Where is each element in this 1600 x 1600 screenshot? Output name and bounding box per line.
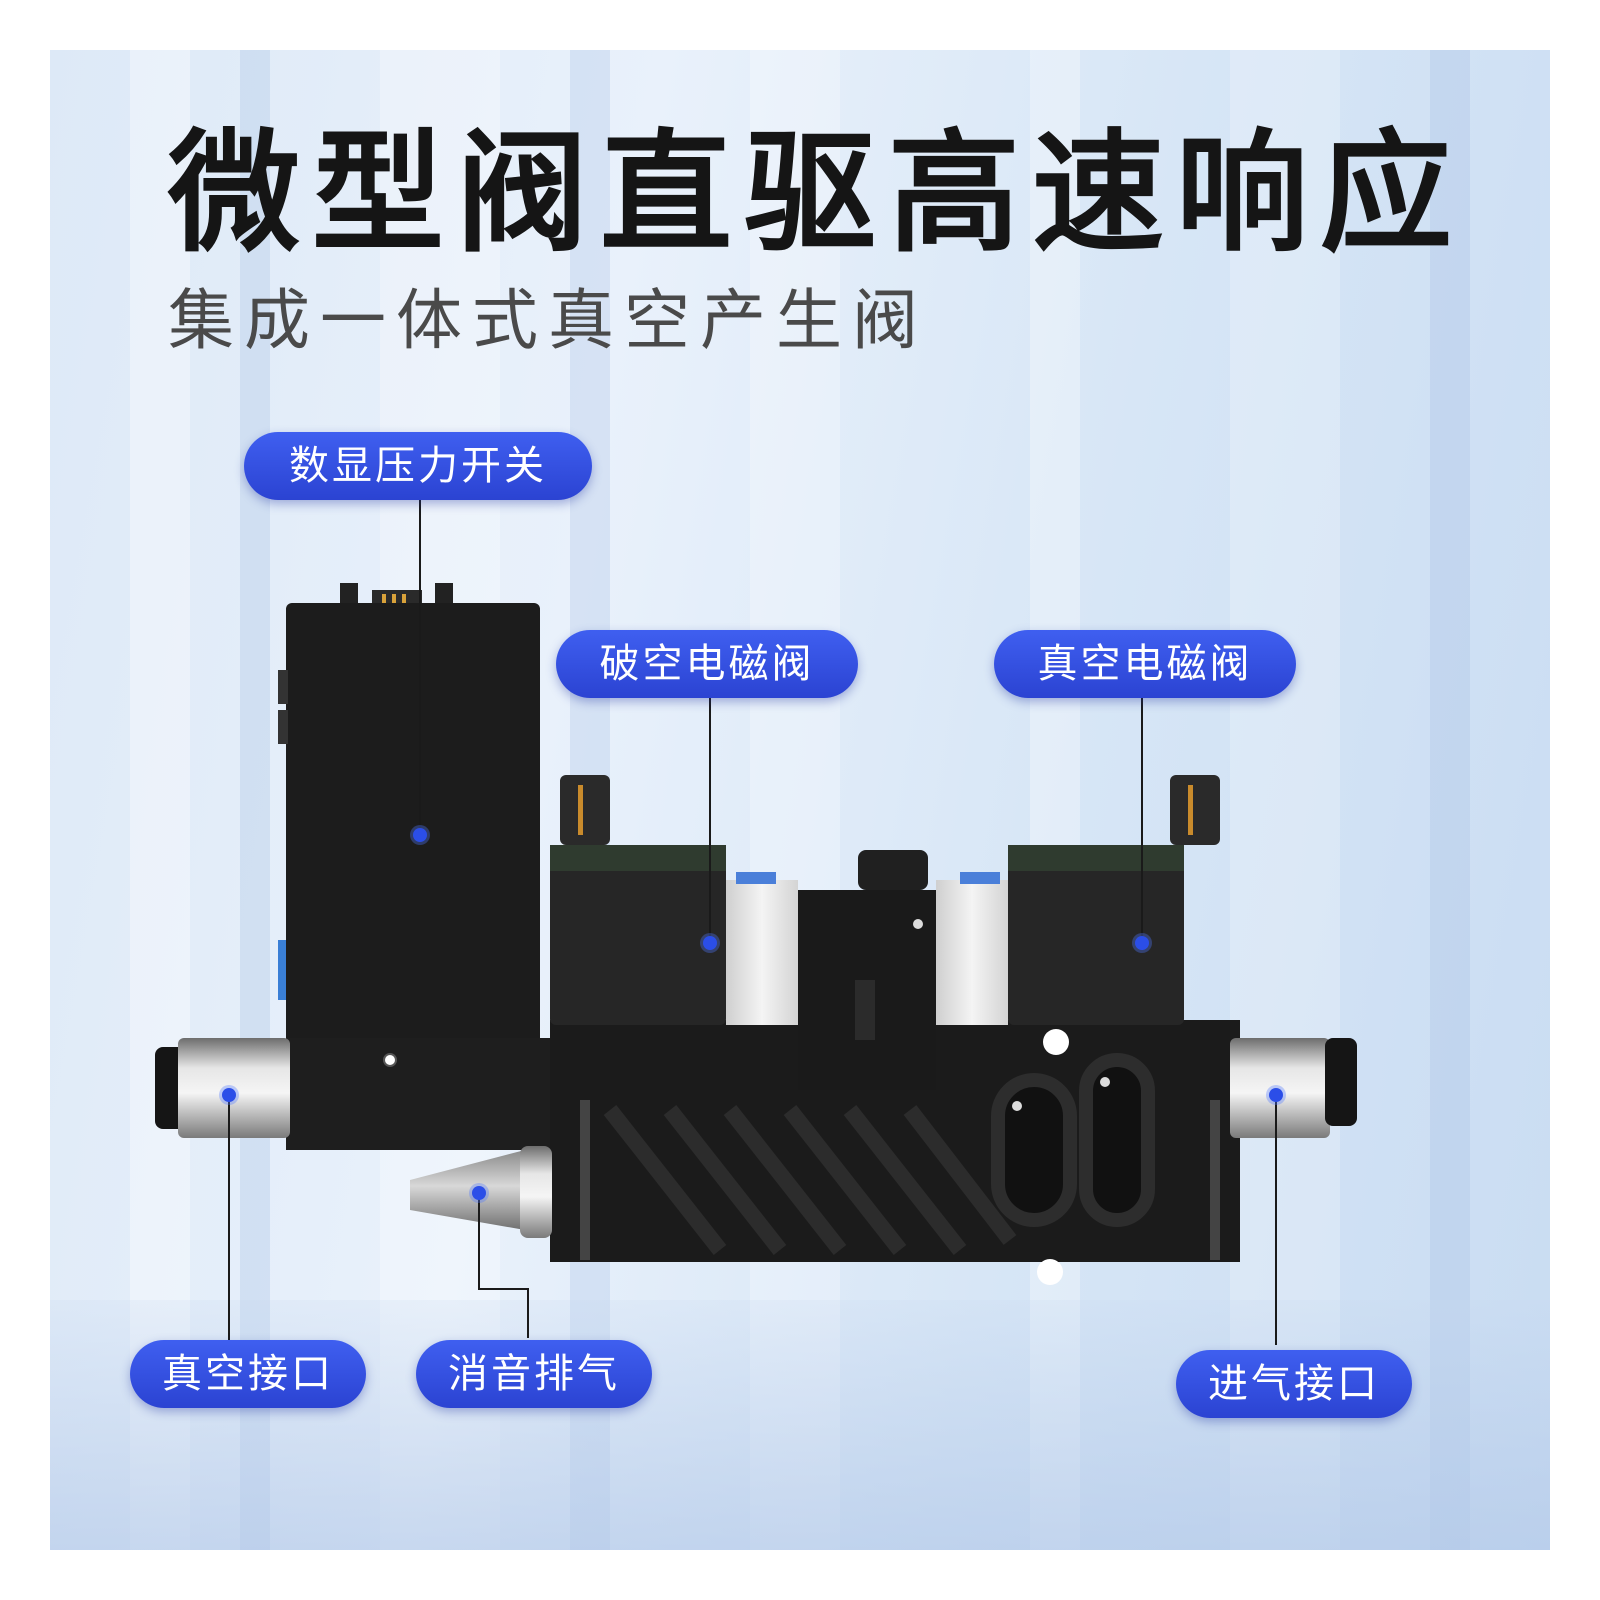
center-body bbox=[798, 850, 936, 1090]
callout-pressure-switch: 数显压力开关 bbox=[244, 432, 592, 500]
leader-line-pressure-switch bbox=[419, 498, 421, 828]
callout-vacuum-port: 真空接口 bbox=[130, 1340, 366, 1408]
anchor-dot bbox=[1269, 1088, 1283, 1102]
leader-line-muffler bbox=[478, 1192, 480, 1290]
product-banner: 微型阀直驱高速响应 集成一体式真空产生阀 bbox=[50, 50, 1550, 1550]
vacuum-generator-valve-illustration bbox=[155, 583, 1357, 1285]
leader-line-vacuum-valve bbox=[1141, 690, 1143, 940]
leader-line-break-valve bbox=[709, 690, 711, 940]
leader-line-muffler bbox=[527, 1288, 529, 1338]
vacuum-solenoid-valve bbox=[936, 775, 1220, 1025]
muffler-exhaust-cone bbox=[410, 1146, 552, 1238]
anchor-dot bbox=[222, 1088, 236, 1102]
leader-line-muffler bbox=[478, 1288, 528, 1290]
vacuum-port-fitting bbox=[155, 1038, 290, 1138]
leader-line-vacuum-port bbox=[228, 1095, 230, 1345]
left-manifold-block bbox=[286, 1038, 576, 1150]
anchor-dot bbox=[1135, 936, 1149, 950]
break-solenoid-valve bbox=[550, 775, 798, 1025]
air-inlet-fitting bbox=[1230, 1038, 1357, 1138]
callout-air-inlet: 进气接口 bbox=[1176, 1350, 1412, 1418]
anchor-dot bbox=[703, 936, 717, 950]
subheadline: 集成一体式真空产生阀 bbox=[168, 282, 928, 359]
callout-vacuum-valve: 真空电磁阀 bbox=[994, 630, 1296, 698]
leader-line-air-inlet bbox=[1275, 1095, 1277, 1345]
callout-muffler-exhaust: 消音排气 bbox=[416, 1340, 652, 1408]
callout-break-valve: 破空电磁阀 bbox=[556, 630, 858, 698]
pressure-switch bbox=[278, 583, 540, 1083]
anchor-dot bbox=[413, 828, 427, 842]
anchor-dot bbox=[472, 1186, 486, 1200]
headline: 微型阀直驱高速响应 bbox=[168, 117, 1464, 271]
